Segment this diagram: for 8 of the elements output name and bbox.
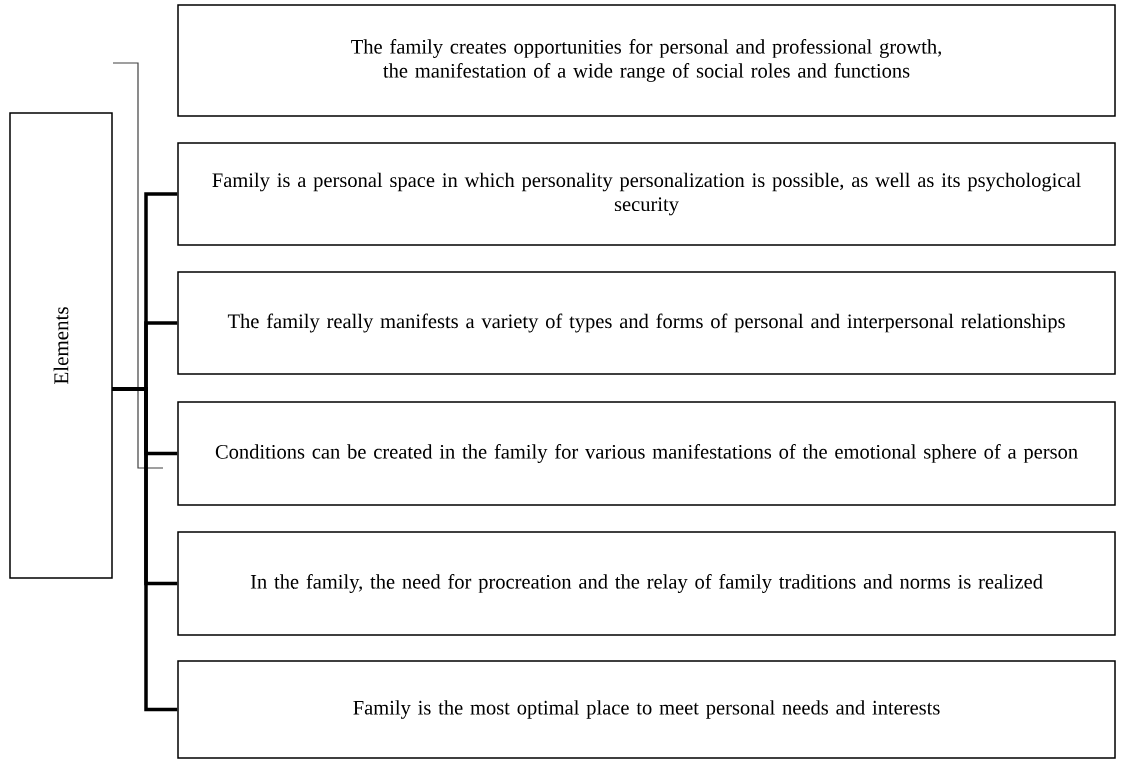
element-box: In the family, the need for procreation and the relay of family traditions and norms is realized <box>177 531 1116 636</box>
element-box: Conditions can be created in the family for various manifestations of the emotional sphere of a person <box>177 401 1116 506</box>
element-box: Family is the most optimal place to meet personal needs and interests <box>177 660 1116 759</box>
connector-line <box>112 387 178 712</box>
category-box: Elements <box>9 112 113 579</box>
element-box: The family creates opportunities for personal and professional growth, the manifestation of a wide range of social roles and functions <box>177 4 1116 117</box>
element-box: The family really manifests a variety of types and forms of personal and interpersonal relationships <box>177 271 1116 375</box>
element-box: Family is a personal space in which personality personalization is possible, as well as its psychological security <box>177 142 1116 246</box>
